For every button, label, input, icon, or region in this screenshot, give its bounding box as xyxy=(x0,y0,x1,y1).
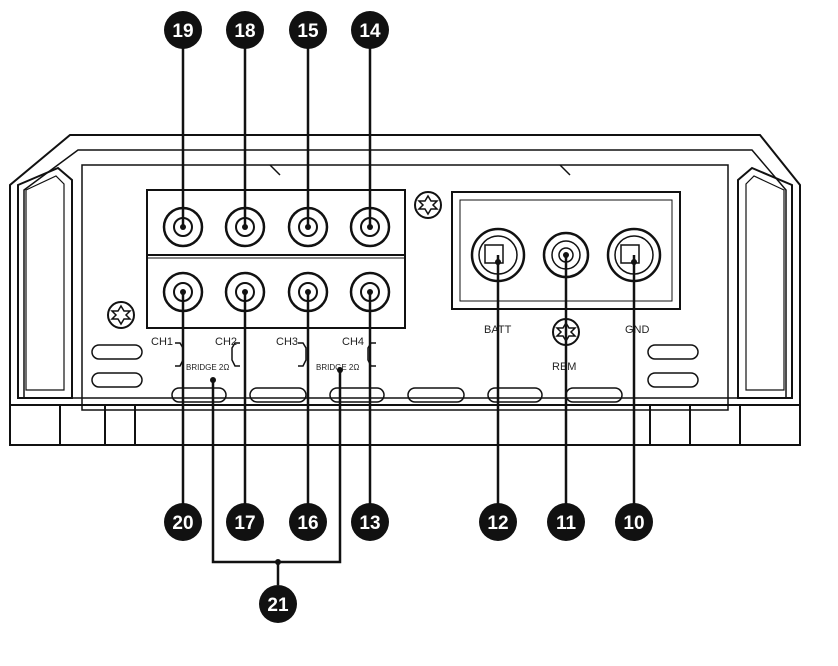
svg-text:13: 13 xyxy=(359,513,380,534)
screw-icon xyxy=(107,301,135,329)
svg-text:18: 18 xyxy=(234,21,255,42)
svg-text:17: 17 xyxy=(234,513,255,534)
bridge-left-label: BRIDGE 2Ω xyxy=(186,363,229,372)
leader-dots xyxy=(180,224,637,565)
speaker-terminal-block xyxy=(146,189,406,329)
callout-14: 14 xyxy=(351,11,389,49)
svg-text:10: 10 xyxy=(623,513,644,534)
ch1-label: CH1 xyxy=(151,336,173,348)
callout-16: 16 xyxy=(289,503,327,541)
left-handle xyxy=(17,166,73,399)
callout-18: 18 xyxy=(226,11,264,49)
callout-17: 17 xyxy=(226,503,264,541)
svg-text:20: 20 xyxy=(172,513,193,534)
callout-12: 12 xyxy=(479,503,517,541)
callout-19: 19 xyxy=(164,11,202,49)
callout-20: 20 xyxy=(164,503,202,541)
ch2-label: CH2 xyxy=(215,336,237,348)
svg-text:11: 11 xyxy=(556,513,577,534)
gnd-label: GND xyxy=(625,324,650,336)
ch3-label: CH3 xyxy=(276,336,298,348)
svg-text:19: 19 xyxy=(172,21,193,42)
screw-icon xyxy=(414,191,442,219)
callout-13: 13 xyxy=(351,503,389,541)
bridge-right-label: BRIDGE 2Ω xyxy=(316,363,359,372)
callout-10: 10 xyxy=(615,503,653,541)
face-plate xyxy=(81,164,729,411)
chassis xyxy=(9,134,801,446)
callout-11: 11 xyxy=(547,503,585,541)
svg-text:16: 16 xyxy=(297,513,318,534)
callout-21: 21 xyxy=(259,585,297,623)
callout-15: 15 xyxy=(289,11,327,49)
ch4-label: CH4 xyxy=(342,336,364,348)
vent-slots xyxy=(91,344,699,403)
svg-text:12: 12 xyxy=(487,513,508,534)
svg-text:21: 21 xyxy=(267,595,289,616)
svg-text:15: 15 xyxy=(297,21,319,42)
rem-label: REM xyxy=(552,361,576,373)
right-handle xyxy=(737,166,793,399)
svg-text:14: 14 xyxy=(359,21,381,42)
